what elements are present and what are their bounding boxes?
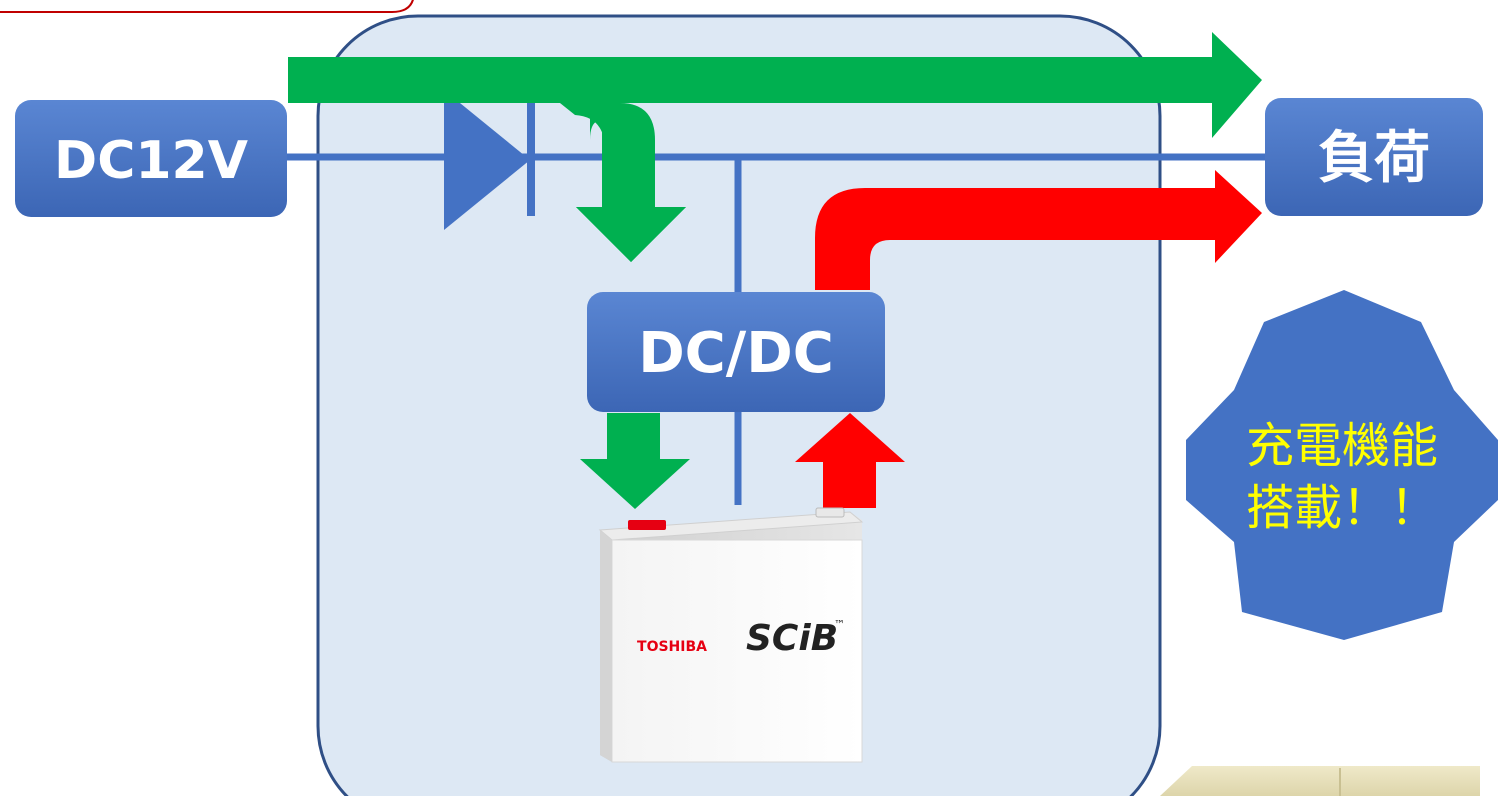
discharge-to-load-arrow [815, 170, 1262, 290]
converter-box: DC/DC [587, 292, 885, 412]
diode-icon [444, 90, 535, 230]
load-label: 負荷 [1318, 126, 1430, 191]
badge-line-1: 充電機能 [1246, 418, 1438, 474]
battery-terminal-positive [628, 520, 666, 530]
badge-star-shape [1186, 290, 1498, 640]
battery-product: SCiB [746, 618, 838, 659]
charging-feature-badge: 充電機能 搭載！！ [1186, 290, 1498, 640]
scib-battery-image: TOSHIBA SCiB ™ [598, 507, 864, 763]
load-box: 負荷 [1265, 98, 1483, 216]
charge-to-battery-arrow [580, 413, 690, 509]
callout-box [0, 0, 414, 13]
battery-brand: TOSHIBA [637, 639, 707, 655]
discharge-up-arrow [795, 413, 905, 508]
badge-line-2: 搭載！！ [1246, 480, 1438, 536]
source-label: DC12V [54, 131, 248, 191]
battery-terminal-negative [815, 507, 845, 518]
source-dc12v-box: DC12V [15, 100, 287, 217]
converter-label: DC/DC [638, 321, 834, 386]
device-photo-partial [1160, 766, 1480, 796]
battery-trademark: ™ [834, 618, 845, 631]
charge-branch-arrow [560, 103, 686, 262]
